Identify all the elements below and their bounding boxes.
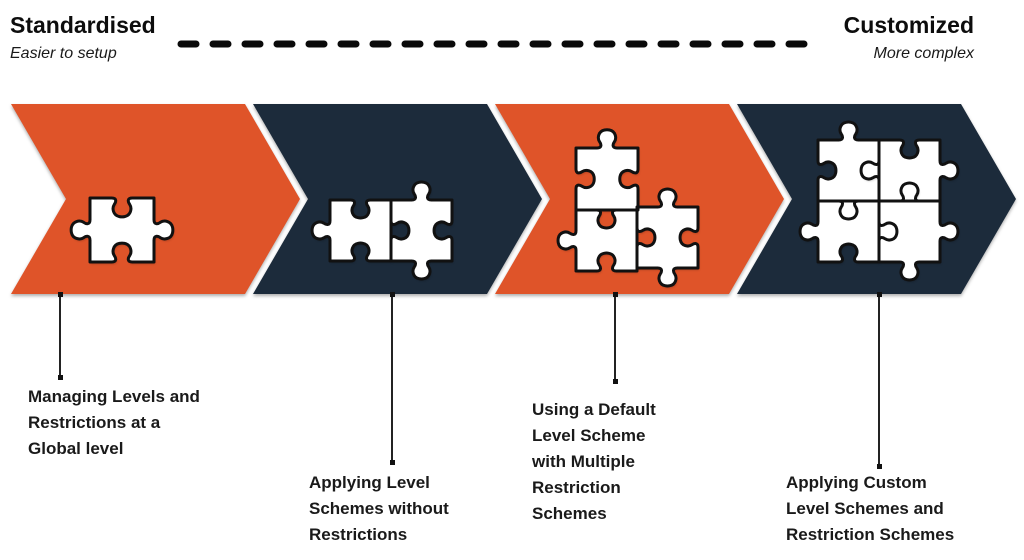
step-label-line: Restriction (532, 478, 621, 497)
step-4-label: Applying Custom Level Schemes and Restri… (786, 470, 954, 548)
chevron-step-3 (495, 104, 784, 294)
connector-line-2 (389, 292, 395, 465)
right-axis-label: Customized More complex (844, 12, 974, 63)
spectrum-dashed-line (177, 40, 823, 48)
step-label-line: Applying Custom (786, 473, 927, 492)
step-label-line: Restriction Schemes (786, 525, 955, 544)
puzzle-3-pieces-icon (556, 128, 700, 288)
step-label-line: Global level (28, 439, 124, 458)
chevron-flow (11, 104, 1016, 294)
connector-line-3 (612, 292, 618, 384)
right-axis-subtitle: More complex (873, 44, 974, 62)
step-label-line: Restrictions (309, 525, 408, 544)
connector-line-1 (57, 292, 63, 380)
step-1-label: Managing Levels and Restrictions at a Gl… (28, 384, 200, 462)
puzzle-2-pieces-icon (310, 180, 454, 281)
step-label-line: Managing Levels and (28, 387, 200, 406)
step-label-line: Using a Default (532, 400, 656, 419)
step-label-line: Level Schemes and (786, 499, 944, 518)
step-3-label: Using a Default Level Scheme with Multip… (532, 397, 656, 527)
puzzle-4-pieces-icon (798, 120, 960, 282)
chevron-step-2 (253, 104, 542, 294)
step-label-line: Level Scheme (532, 426, 646, 445)
step-label-line: Applying Level (309, 473, 430, 492)
chevron-step-4 (737, 104, 1016, 294)
step-label-line: Restrictions at a (28, 413, 161, 432)
puzzle-1-piece-icon (69, 196, 175, 264)
left-axis-title: Standardised (10, 12, 156, 38)
left-axis-label: Standardised Easier to setup (10, 12, 156, 63)
step-label-line: Schemes (532, 504, 607, 523)
chevron-step-1 (11, 104, 300, 294)
connector-line-4 (876, 292, 882, 469)
step-2-label: Applying Level Schemes without Restricti… (309, 470, 449, 548)
right-axis-title: Customized (843, 12, 974, 38)
step-label-line: Schemes without (309, 499, 449, 518)
step-label-line: with Multiple (532, 452, 635, 471)
left-axis-subtitle: Easier to setup (10, 44, 117, 62)
